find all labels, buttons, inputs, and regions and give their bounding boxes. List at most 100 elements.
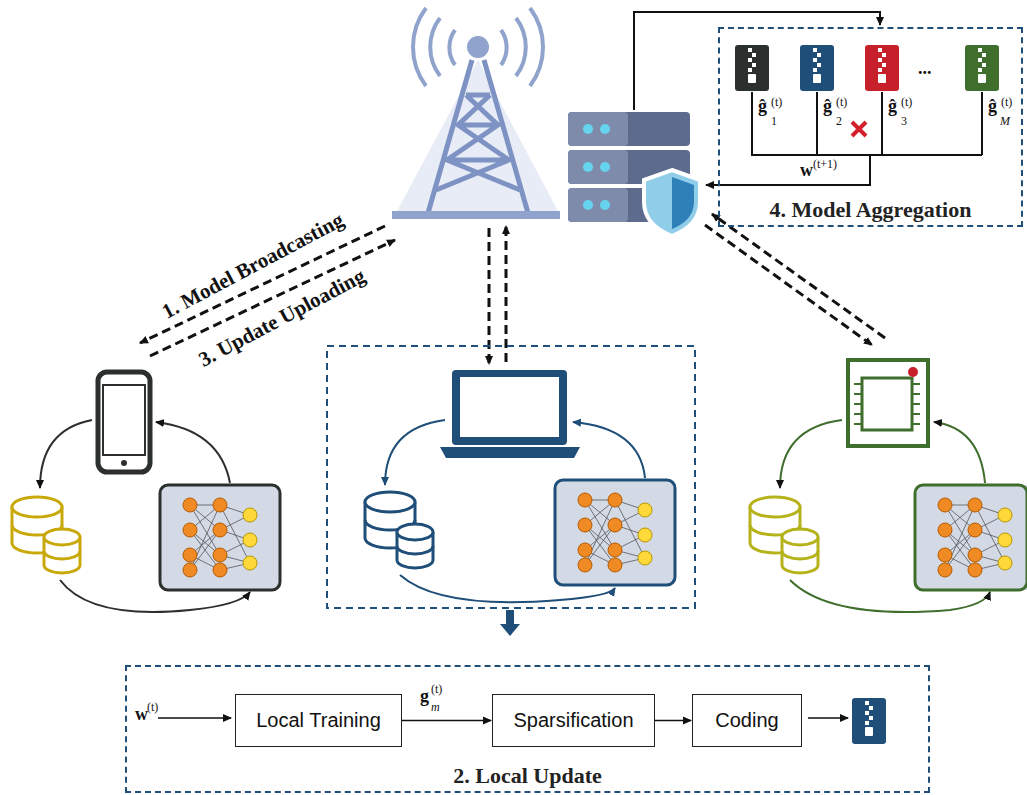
drawing-part: [600, 162, 610, 172]
region-heading: 4. Model Aggregation: [770, 197, 972, 225]
drawing-part: [706, 155, 870, 185]
process-box: Sparsification: [492, 694, 655, 747]
drawing-part: [583, 124, 593, 134]
dashed-region: 2. Local Update Local Training Sparsificat…: [125, 665, 930, 793]
drawing-part: [800, 45, 834, 91]
math-symbol: (t+1): [813, 157, 837, 172]
drawing-part: [413, 8, 543, 86]
math-symbol: (t): [1001, 95, 1012, 110]
math-symbol: M: [1000, 114, 1010, 129]
base-station-tower: [392, 8, 560, 219]
drawing-part: [428, 60, 528, 213]
process-box: Coding: [692, 694, 802, 747]
drawing-part: [573, 422, 645, 478]
box-label: Sparsification: [513, 709, 633, 732]
drawing-part: [852, 698, 886, 744]
drawing-part: [854, 384, 920, 424]
drawing-part: [40, 420, 250, 612]
drawing-part: [862, 378, 912, 430]
drawing-part: [40, 420, 92, 488]
drawing-part: [600, 124, 610, 134]
drawing-part: [915, 485, 1027, 590]
drawing-part: [568, 150, 628, 184]
drawing-part: [452, 370, 567, 445]
math-symbol: ĝ: [758, 96, 767, 117]
math-symbol: ĝ: [823, 96, 832, 117]
drawing-part: [965, 45, 999, 91]
drawing-part: [780, 420, 842, 488]
drawing-part: [583, 200, 593, 210]
drawing-part: [568, 112, 628, 146]
dashed-region: 4. Model Aggregation: [718, 27, 1023, 227]
drawing-part: [400, 575, 615, 602]
box-label: Local Training: [256, 709, 381, 732]
drawing-part: [506, 610, 514, 626]
drawing-part: [712, 214, 885, 338]
drawing-part: [430, 18, 526, 76]
drawing-part: [672, 177, 694, 229]
math-symbol: (t): [147, 700, 158, 715]
math-symbol: w: [135, 704, 148, 725]
drawing-part: [467, 36, 489, 58]
math-symbol: (t): [901, 95, 912, 110]
math-symbol: 2: [836, 114, 842, 129]
region-heading: 2. Local Update: [453, 763, 602, 791]
drawing-part: [752, 92, 982, 155]
drawing-part: [488, 228, 491, 364]
drawing-part: [780, 420, 990, 612]
math-symbol: (t): [431, 682, 442, 697]
drawing-part: [98, 372, 150, 472]
drawing-part: [60, 580, 250, 612]
server: [568, 112, 700, 236]
drawing-part: [440, 447, 580, 458]
drawing-part: [160, 485, 280, 590]
phone-client: [12, 372, 280, 612]
flow-arrow: [402, 720, 491, 722]
drawing-part: [808, 717, 848, 719]
drawing-part: [854, 384, 920, 424]
drawing-part: [103, 385, 145, 455]
math-symbol: ĝ: [988, 96, 997, 117]
math-symbol: ...: [918, 58, 932, 79]
drawing-part: [706, 92, 982, 185]
drawing-part: [121, 460, 127, 466]
drawing-part: [158, 717, 231, 719]
embedded-client: [750, 360, 1027, 612]
laptop-client: [365, 370, 675, 602]
drawing-part: [790, 580, 990, 612]
drawing-part: [705, 225, 872, 345]
math-symbol: (t): [771, 95, 782, 110]
drawing-part: [392, 211, 560, 219]
math-symbol: 1: [771, 114, 777, 129]
update-files: [735, 45, 999, 136]
drawing-part: [555, 480, 675, 585]
drawing-part: [505, 226, 508, 362]
drawing-part: [395, 60, 560, 215]
drawing-part: [852, 122, 866, 136]
math-symbol: m: [431, 700, 440, 715]
drawing-part: [568, 188, 628, 222]
box-label: Coding: [715, 709, 778, 732]
math-symbol: w: [800, 160, 813, 181]
drawing-part: [385, 420, 645, 602]
flow-arrow: [655, 720, 691, 722]
drawing-part: [644, 170, 700, 236]
math-symbol: 3: [901, 114, 907, 129]
drawing-part: [915, 485, 1027, 590]
drawing-part: [583, 124, 610, 210]
drawing-part: [327, 346, 695, 608]
drawing-part: [568, 112, 690, 146]
drawing-part: [934, 422, 985, 483]
process-box: Local Training: [235, 694, 402, 747]
drawing-part: [600, 200, 610, 210]
drawing-part: [160, 485, 280, 590]
drawing-part: [908, 367, 918, 377]
drawing-part: [583, 162, 593, 172]
drawing-part: [848, 360, 928, 446]
drawing-part: [750, 497, 818, 573]
drawing-part: [436, 95, 520, 190]
drawing-part: [500, 624, 520, 636]
math-symbol: g: [420, 686, 429, 707]
